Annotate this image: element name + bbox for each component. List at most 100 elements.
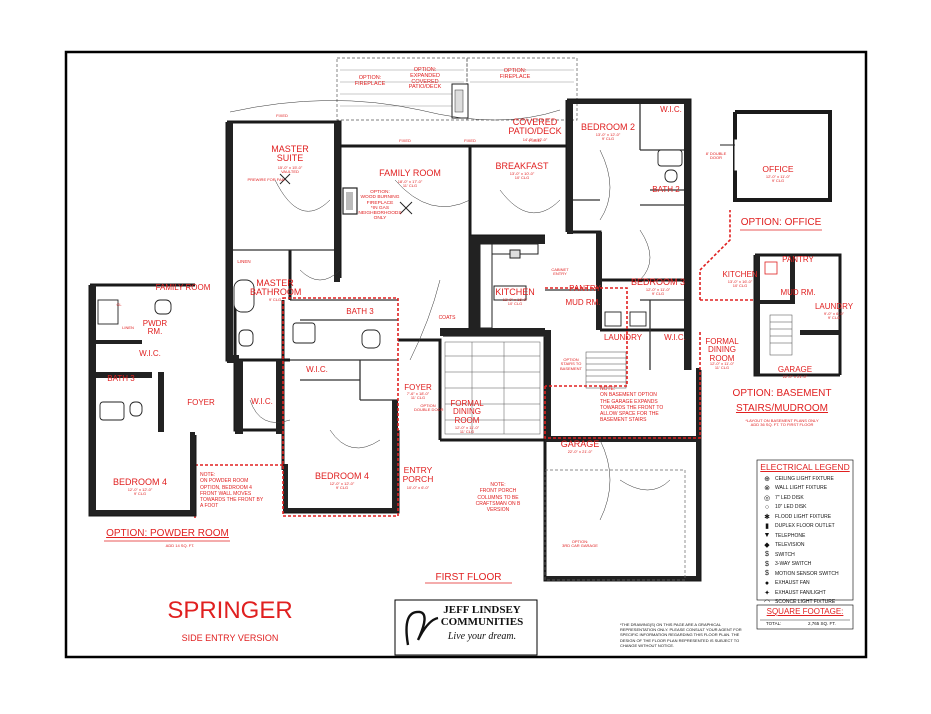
opt-basement-laundry-label: LAUNDRY xyxy=(814,302,854,311)
opt-basement-kitchen-dim: 13'-0" x 16'-0" 10' CLG xyxy=(727,279,753,289)
powder-note: NOTE: ON POWDER ROOM OPTION, BEDROOM 4 F… xyxy=(200,472,264,510)
legend-symbol-icon: ◆ xyxy=(764,542,770,550)
legend-item-label: 10" LED DISK xyxy=(775,504,807,511)
opt-office-dim: 12'-0" x 11'-0" 9' CLG xyxy=(765,174,791,184)
floor-label: FIRST FLOOR xyxy=(435,572,502,583)
covered-patio-label: COVERED PATIO/DECK xyxy=(508,117,562,137)
patio-boards xyxy=(340,69,574,107)
legend-symbol-icon: ○ xyxy=(764,503,770,511)
foyer-dim: 7'-6" x 18'-0" 11' CLG xyxy=(406,391,430,401)
logo-line2: COMMUNITIES xyxy=(440,616,524,628)
legend-item-label: EXHAUST FAN xyxy=(775,580,810,587)
legend-item: ●EXHAUST FAN xyxy=(762,579,852,589)
front-porch-note: NOTE: FRONT PORCH COLUMNS TO BE CRAFTSMA… xyxy=(475,482,521,513)
kitchen-label: KITCHEN xyxy=(495,287,535,297)
entry-porch-boards xyxy=(444,341,541,435)
laundry-label: LAUNDRY xyxy=(603,333,643,342)
prewire-label: PREWIRE FOR FAN xyxy=(247,177,285,182)
garage-label: GARAGE xyxy=(560,439,600,449)
legend-item-label: TELEPHONE xyxy=(775,532,806,539)
option-office-title: OPTION: OFFICE xyxy=(740,217,822,228)
pantry-label: PANTRY xyxy=(569,284,601,293)
logo-line1: JEFF LINDSEY xyxy=(443,604,521,616)
option-3rd-car-outline xyxy=(544,469,686,581)
sqft-box xyxy=(756,604,854,630)
option-3rd-car-label: OPTION: 3RD CAR GARAGE xyxy=(562,539,598,549)
option-double-door-label: OPTION DOUBLE DOOR xyxy=(414,403,444,413)
legend-item: ⊕ CEILING LIGHT FIXTURE xyxy=(762,474,852,484)
plan-subtitle: SIDE ENTRY VERSION xyxy=(181,633,279,643)
opt-office-double-door: 8' DOUBLE DOOR xyxy=(705,151,727,161)
opt-basement-laundry-dim: 9'-0" x 6'-0" 9' CLG xyxy=(823,311,845,321)
legend-list: ⊕ CEILING LIGHT FIXTURE ⊗ WALL LIGHT FIXTUR… xyxy=(762,474,852,607)
formal-dining-label: FORMAL DINING ROOM xyxy=(450,399,484,425)
opt-powder-foyer-label: FOYER xyxy=(187,398,215,407)
legend-symbol-icon: ✦ xyxy=(764,589,770,597)
bedroom4-label: BEDROOM 4 xyxy=(314,471,369,481)
bath-fixtures xyxy=(233,149,683,349)
opt-office-label: OFFICE xyxy=(762,164,794,174)
mud-rm-label: MUD RM. xyxy=(565,298,601,307)
legend-item: ◆TELEVISION xyxy=(762,541,852,551)
legend-symbol-icon: ◎ xyxy=(763,494,771,502)
breakfast-dim: 13'-0" x 10'-0" 10' CLG xyxy=(509,171,535,181)
option-expanded-patio-label: OPTION: EXPANDED COVERED PATIO/DECK xyxy=(408,67,442,91)
opt-powder-bath3-label: BATH 3 xyxy=(107,374,135,383)
legend-item: ⊗ WALL LIGHT FIXTURE xyxy=(762,484,852,494)
opt-powder-linen-label: LINEN xyxy=(122,325,134,330)
sqft-title: SQUARE FOOTAGE: xyxy=(766,607,844,616)
legend-item: $ SWITCH xyxy=(762,550,852,560)
bath2-label: BATH 2 xyxy=(652,185,680,194)
legend-item: ▼ TELEPHONE xyxy=(762,531,852,541)
legend-symbol-icon: $ xyxy=(765,551,769,559)
legend-item-label: CEILING LIGHT FIXTURE xyxy=(775,475,834,482)
legend-item-label: EXHAUST FAN/LIGHT xyxy=(775,589,826,596)
electrical-wiring xyxy=(229,100,671,521)
legend-item-label: SWITCH xyxy=(775,551,795,558)
legend-symbol-icon: ⊗ xyxy=(764,485,770,493)
opt-basement-kitchen-label: KITCHEN xyxy=(722,270,758,279)
formal-dining-dim: 12'-0" x 11'-0" 11' CLG xyxy=(454,425,480,435)
option-basement-title: OPTION: BASEMENT xyxy=(732,388,832,399)
legend-item-label: MOTION SENSOR SWITCH xyxy=(775,570,839,577)
option-fireplace-right-label: OPTION: FIREPLACE xyxy=(499,68,531,80)
wic-main-label: W.I.C. xyxy=(306,365,328,374)
legend-item-label: WALL LIGHT FIXTURE xyxy=(775,485,828,492)
option-stairs-label: OPTION STAIRS TO BASEMENT xyxy=(559,357,582,371)
opt-basement-pantry-label: PANTRY xyxy=(782,255,814,264)
option-fireplace-left-label: OPTION: FIREPLACE xyxy=(354,75,386,87)
master-suite-label: MASTER SUITE xyxy=(271,144,309,164)
bedroom3-label: BEDROOM 3 xyxy=(630,277,685,287)
family-room-dim: 18'-0" x 17'-0" 11' CLG xyxy=(397,179,423,189)
option-office-walls xyxy=(733,110,832,202)
legend-symbol-icon: $ xyxy=(765,570,769,578)
linen-label: LINEN xyxy=(237,259,251,264)
legend-symbol-icon: $ xyxy=(765,560,769,568)
kitchen-dim: 13'-0" x 16'-0" 10' CLG xyxy=(502,297,528,307)
fixed-label-2: FIXED xyxy=(399,138,411,143)
foyer-label: FOYER xyxy=(404,383,432,392)
fixed-label-4: FIXED xyxy=(529,138,541,143)
opt-powder-pwdr-label: PWDR RM. xyxy=(142,319,168,337)
sheet-border xyxy=(64,50,868,659)
wic-bed3-label: W.I.C. xyxy=(664,333,686,342)
opt-basement-dining-dim: 12'-0" x 11'-0" 11' CLG xyxy=(709,361,735,371)
bedroom2-label: BEDROOM 2 xyxy=(580,122,635,132)
legend-item: $ MOTION SENSOR SWITCH xyxy=(762,569,852,579)
legend-symbol-icon: ⊕ xyxy=(764,475,770,483)
basement-stairs xyxy=(585,351,627,389)
opt-basement-mud-label: MUD RM. xyxy=(780,288,816,297)
opt-basement-garage-label: GARAGE xyxy=(777,365,813,374)
legend-symbol-icon: ▼ xyxy=(763,532,771,540)
option-basement-note: *LAYOUT ON BASEMENT PLANS ONLY ADD 36 SQ… xyxy=(745,418,819,428)
legend-item-label: 3-WAY SWITCH xyxy=(775,561,812,568)
option-powder-add: ADD 14 SQ. FT. xyxy=(165,543,195,548)
family-room-label: FAMILY ROOM xyxy=(379,168,441,178)
bedroom2-dim: 13'-0" x 12'-0" 9' CLG xyxy=(595,132,621,142)
coats-label: COATS xyxy=(438,315,456,321)
option-basement-title2: STAIRS/MUDROOM xyxy=(735,403,829,414)
legend-item: ▮DUPLEX FLOOR OUTLET xyxy=(762,522,852,532)
legend-item: ✦ EXHAUST FAN/LIGHT xyxy=(762,588,852,598)
option-basement-wall-fills xyxy=(755,255,840,375)
